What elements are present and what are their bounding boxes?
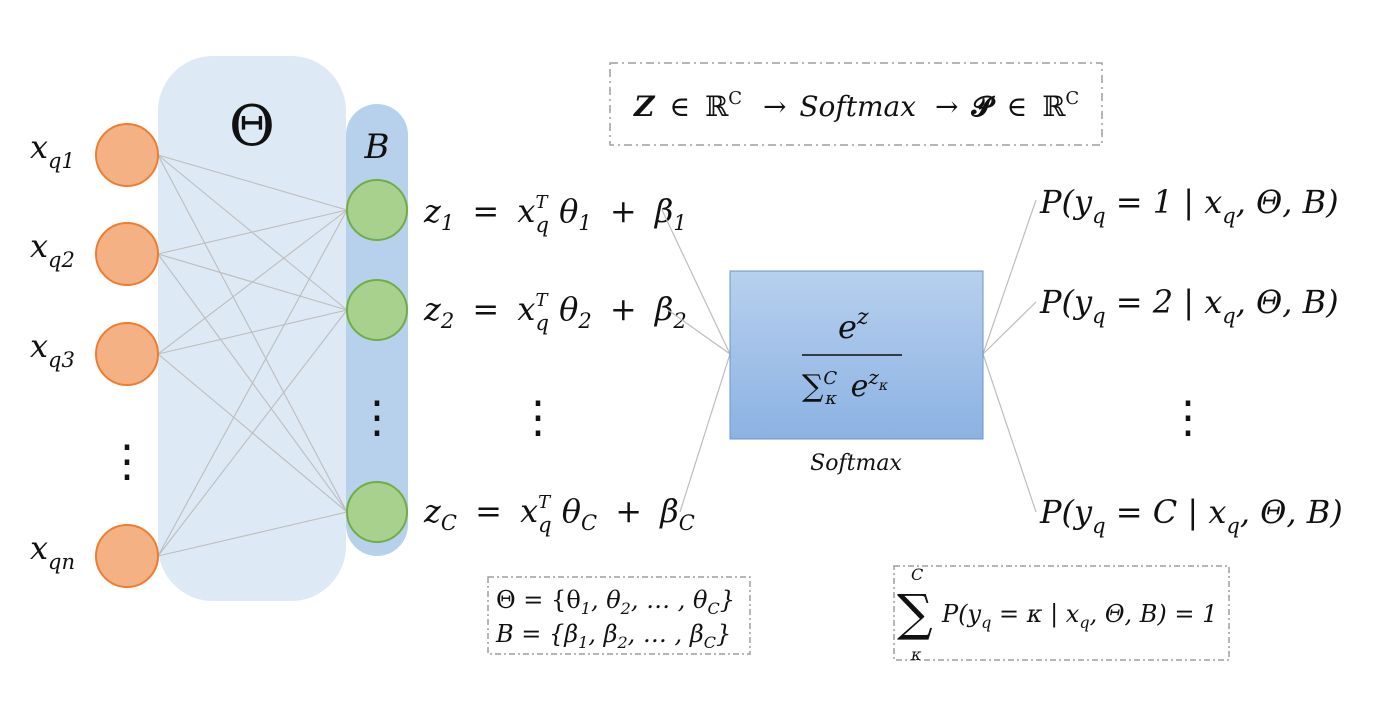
connection-line-7 xyxy=(157,309,348,355)
input-node-n xyxy=(95,524,159,588)
sum-sup: C xyxy=(911,565,923,584)
connection-line-6 xyxy=(157,209,348,355)
theta-panel xyxy=(158,56,346,601)
mapping-formula: Z ∈ ℝC → Softmax → 𝓟 ∈ ℝC xyxy=(633,78,1079,123)
output-node-c xyxy=(346,481,408,543)
params-beta-line: B = {β1, β2, … , βC} xyxy=(495,620,731,652)
input-node-3 xyxy=(95,322,159,386)
output-prob-c: P(yq = C | xq, Θ, B) xyxy=(1039,493,1343,538)
theta-label: Θ xyxy=(229,94,275,159)
output-ellipsis: ⋮ xyxy=(1166,392,1210,443)
logit-ellipsis: ⋮ xyxy=(516,392,560,443)
sum-box xyxy=(893,565,1230,661)
sum-sigma: ∑ xyxy=(897,584,933,642)
bias-label: B xyxy=(364,127,390,167)
connection-line-11 xyxy=(157,511,348,557)
output-prob-1: P(yq = 1 | xq, Θ, B) xyxy=(1039,183,1339,228)
input-node-1 xyxy=(95,123,159,187)
connection-line-2 xyxy=(157,154,348,513)
params-box xyxy=(487,576,751,655)
sum-formula: P(yq = κ | xq, Θ, B) = 1 xyxy=(941,600,1217,632)
node-ellipsis: ⋮ xyxy=(355,392,399,443)
connection-lines xyxy=(157,154,348,557)
mapping-box xyxy=(609,62,1103,146)
connection-line-3 xyxy=(157,209,348,255)
sum-sub: κ xyxy=(910,645,922,664)
svg-text:z1 = xTq θ1: z1 = xTq θ1 + β1 xyxy=(423,192,687,240)
input-ellipsis: ⋮ xyxy=(105,436,149,487)
input-label-3: xq3 xyxy=(30,327,75,372)
params-theta-line: Θ = {θ1, θ2, … , θC} xyxy=(496,586,735,618)
connection-line-0 xyxy=(157,154,348,211)
input-label-1: xq1 xyxy=(30,128,75,173)
svg-text:z2 = xTq θ2: z2 = xTq θ2 + β2 xyxy=(423,290,687,338)
output-node-2 xyxy=(346,279,408,341)
input-label-n: xqn xyxy=(30,529,75,574)
softmax-caption: Softmax xyxy=(810,451,902,476)
softmax-connectors xyxy=(661,199,1037,513)
input-label-2: xq2 xyxy=(30,227,75,272)
connection-line-9 xyxy=(157,209,348,557)
output-node-1 xyxy=(346,179,408,241)
input-node-2 xyxy=(95,222,159,286)
svg-text:zC = xTq θC: zC = xTq θC + βC xyxy=(423,492,695,540)
output-prob-2: P(yq = 2 | xq, Θ, B) xyxy=(1039,283,1339,328)
connection-line-10 xyxy=(157,309,348,557)
softmax-numerator: ez xyxy=(838,305,869,346)
